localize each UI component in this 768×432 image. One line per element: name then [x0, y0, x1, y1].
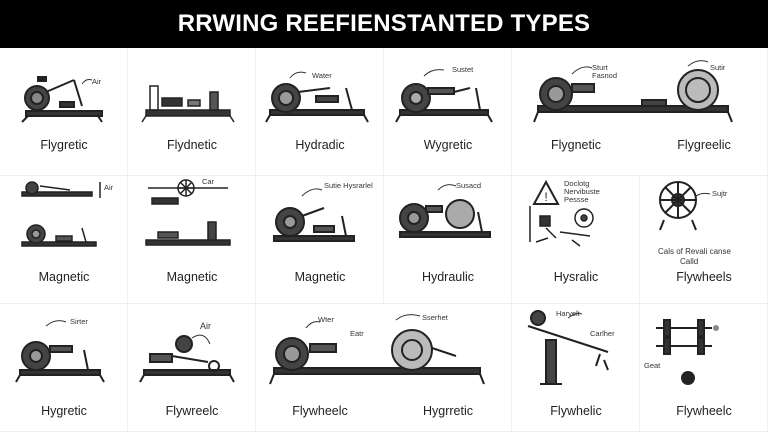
rower-label: Flywheels	[676, 270, 732, 284]
rower-label: Flywheelc	[292, 404, 348, 418]
annotation: Cals of Revali canse	[658, 248, 731, 256]
annotation: Carlher	[590, 330, 615, 338]
annotation: Air	[92, 78, 101, 86]
flydnetic-rower-icon	[128, 48, 256, 176]
annotation: Geat	[644, 362, 660, 370]
rower-label: Magnetic	[295, 270, 346, 284]
rower-label: Hygrretic	[423, 404, 473, 418]
magnetic-flywheel-icon	[128, 176, 256, 304]
panel-r2c6: Sujtr Cals of Revali canse Calld Flywhee…	[640, 176, 768, 304]
annotation: Sutir	[710, 64, 725, 72]
annotation: Wter	[318, 316, 334, 324]
panel-r1c56: Sturt Fasnod Sutir Flygnetic Flygreelic	[512, 48, 768, 176]
panel-r2c1: Air Magnetic	[0, 176, 128, 304]
annotation: Eatr	[350, 330, 364, 338]
rower-types-grid: Air Flygretic Flydnetic	[0, 48, 768, 432]
annotation: Sturt Fasnod	[592, 64, 632, 80]
flywheel-icon	[640, 176, 768, 304]
panel-r3c34: Wter Eatr Sserhet Flywheelc Hygrretic	[256, 304, 512, 432]
magnetic-large-rower-icon	[256, 176, 384, 304]
rower-label: Hysralic	[554, 270, 598, 284]
rower-label: Wygretic	[424, 138, 473, 152]
panel-r1c3: Water Hydradic	[256, 48, 384, 176]
panel-r3c2: Air Flywreelc	[128, 304, 256, 432]
annotation: Sustet	[452, 66, 473, 74]
rower-label: Magnetic	[167, 270, 218, 284]
title-banner: RRWING REEFIENSTANTED TYPES	[0, 0, 768, 48]
magnetic-rower-icon	[0, 176, 128, 304]
air-rower-icon	[0, 48, 128, 176]
rower-label: Hydradic	[295, 138, 344, 152]
rower-label: Flygreelic	[677, 138, 731, 152]
panel-r3c1: Sirter Hygretic	[0, 304, 128, 432]
rower-label: Flywhelic	[550, 404, 601, 418]
annotation: Doclotg Nervibuste Pessse	[564, 180, 624, 204]
rower-label: Hygretic	[41, 404, 87, 418]
svg-text:!: !	[544, 190, 547, 204]
page-title: RRWING REEFIENSTANTED TYPES	[178, 10, 591, 38]
annotation: Susacd	[456, 182, 481, 190]
annotation: Air	[104, 184, 113, 192]
annotation: Sirter	[70, 318, 88, 326]
wide-rower-icon	[512, 48, 768, 176]
panel-r2c3: Sutie Hysrarlel Magnetic	[256, 176, 384, 304]
annotation: Sserhet	[422, 314, 448, 322]
panel-r3c6: Geat Flywheelc	[640, 304, 768, 432]
panel-r1c2: Flydnetic	[128, 48, 256, 176]
rower-label: Flygretic	[40, 138, 87, 152]
hydraulic-rower-icon	[384, 176, 512, 304]
rower-label: Flydnetic	[167, 138, 217, 152]
rower-label: Flywheelc	[676, 404, 732, 418]
annotation: Calld	[680, 258, 698, 266]
rower-label: Flywreelc	[166, 404, 219, 418]
panel-r1c4: Sustet Wygretic	[384, 48, 512, 176]
water-rower-icon	[256, 48, 384, 176]
panel-r1c1: Air Flygretic	[0, 48, 128, 176]
annotation: Harvelt	[556, 310, 580, 318]
rower-label: Magnetic	[39, 270, 90, 284]
annotation: Water	[312, 72, 332, 80]
annotation: Sujtr	[712, 190, 727, 198]
rower-label: Hydraulic	[422, 270, 474, 284]
annotation: Sutie Hysrarlel	[324, 182, 374, 190]
rower-label: Flygnetic	[551, 138, 601, 152]
annotation: Car	[202, 178, 214, 186]
panel-r2c5: ! Doclotg Nervibuste Pessse Hysralic	[512, 176, 640, 304]
panel-r2c4: Susacd Hydraulic	[384, 176, 512, 304]
wygretic-rower-icon	[384, 48, 512, 176]
panel-r2c2: Car Magnetic	[128, 176, 256, 304]
annotation: Air	[200, 322, 211, 330]
panel-r3c5: Harvelt Carlher Flywhelic	[512, 304, 640, 432]
